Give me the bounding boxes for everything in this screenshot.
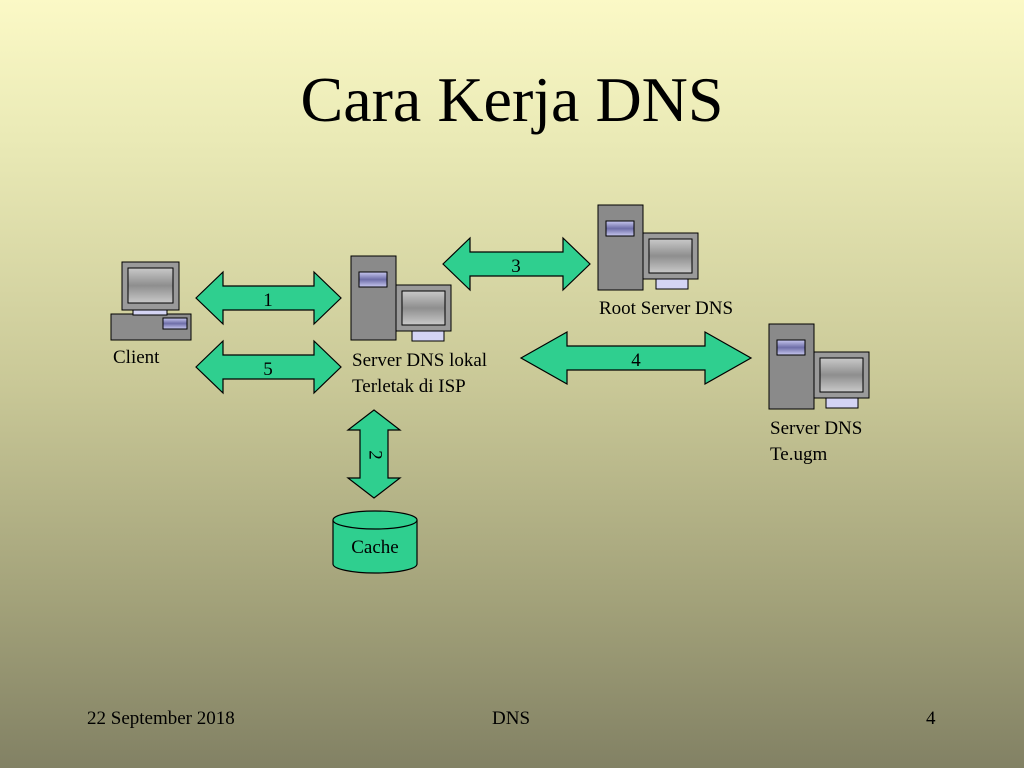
- arrow-1-label: 1: [263, 290, 273, 311]
- client-label: Client: [113, 347, 160, 368]
- local-server-label-line1: Server DNS lokal: [352, 350, 488, 371]
- arrow-4-label: 4: [631, 350, 641, 371]
- te-ugm-dns-server-icon: [768, 323, 870, 410]
- footer-page-number: 4: [926, 708, 936, 729]
- cache-cylinder-icon: Cache: [332, 510, 418, 574]
- footer-date: 22 September 2018: [87, 708, 235, 729]
- footer-title: DNS: [492, 708, 531, 729]
- arrow-2: 2: [346, 409, 402, 499]
- arrow-3: 3: [442, 236, 591, 292]
- root-server-label: Root Server DNS: [599, 298, 734, 319]
- arrow-5-label: 5: [263, 359, 273, 380]
- te-server-label-line1: Server DNS: [770, 418, 863, 439]
- slide-title: Cara Kerja DNS: [300, 64, 724, 135]
- local-server-label-line2: Terletak di ISP: [352, 376, 466, 397]
- root-dns-server-icon: [597, 204, 699, 291]
- arrow-3-label: 3: [511, 256, 521, 277]
- local-dns-server-icon: [350, 255, 452, 342]
- arrow-1: 1: [195, 270, 342, 326]
- arrow-5: 5: [195, 339, 342, 395]
- client-computer-icon: [110, 261, 192, 341]
- arrow-4: 4: [519, 330, 753, 386]
- te-server-label-line2: Te.ugm: [770, 444, 828, 465]
- arrow-2-label: 2: [365, 450, 386, 460]
- cache-label: Cache: [351, 537, 398, 558]
